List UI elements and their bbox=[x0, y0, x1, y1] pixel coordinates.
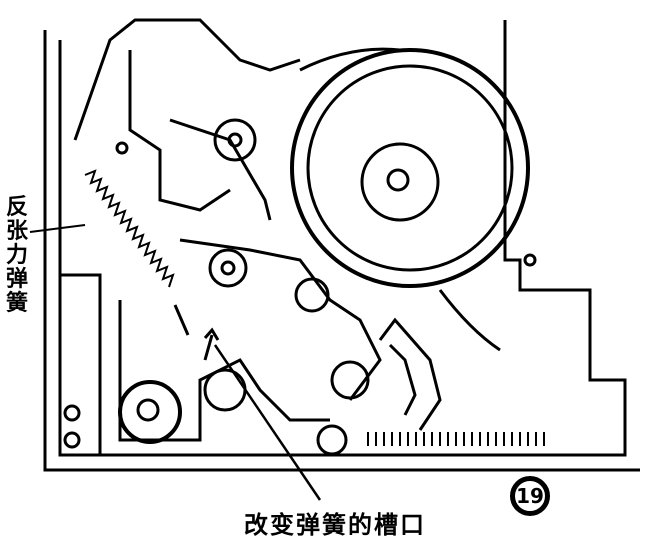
middle-pulley bbox=[208, 248, 248, 288]
lower-left-pulley-axle bbox=[136, 398, 160, 422]
lower-middle-pulley bbox=[203, 368, 247, 412]
upper-bracket bbox=[73, 18, 301, 212]
lower-right-pulley bbox=[330, 360, 370, 400]
spring-end bbox=[173, 304, 190, 336]
anti-tension-spring bbox=[84, 169, 175, 288]
middle-pulley-axle bbox=[220, 260, 236, 276]
figure-number: 19 bbox=[510, 476, 550, 516]
flywheel-inner bbox=[306, 64, 514, 272]
pinch-roller bbox=[316, 424, 348, 456]
screw-hole-4 bbox=[523, 253, 537, 267]
screw-hole-3 bbox=[115, 141, 129, 155]
right-pulley bbox=[294, 277, 330, 313]
screw-hole-1 bbox=[63, 404, 81, 422]
chassis-frame bbox=[43, 20, 640, 472]
upper-pulley bbox=[213, 118, 257, 162]
belt bbox=[299, 47, 501, 352]
spring-slot-label: 改变弹簧的槽口 bbox=[244, 511, 426, 539]
pointer-line-bottom bbox=[213, 344, 322, 501]
upper-pulley-axle bbox=[227, 132, 243, 148]
screw-hole-2 bbox=[63, 431, 81, 449]
hook-arm bbox=[378, 317, 442, 431]
arrow-up-icon bbox=[203, 327, 220, 361]
chassis-inner bbox=[60, 273, 102, 455]
anti-tension-spring-label: 反张力弹簧 bbox=[5, 195, 28, 316]
flywheel-hub bbox=[360, 142, 440, 222]
rack-spring bbox=[367, 432, 545, 446]
lower-left-pulley bbox=[118, 380, 182, 444]
flywheel-center bbox=[386, 168, 410, 192]
lever-arm bbox=[169, 118, 382, 401]
flywheel-outer bbox=[290, 48, 530, 288]
pointer-line-left bbox=[29, 224, 86, 233]
